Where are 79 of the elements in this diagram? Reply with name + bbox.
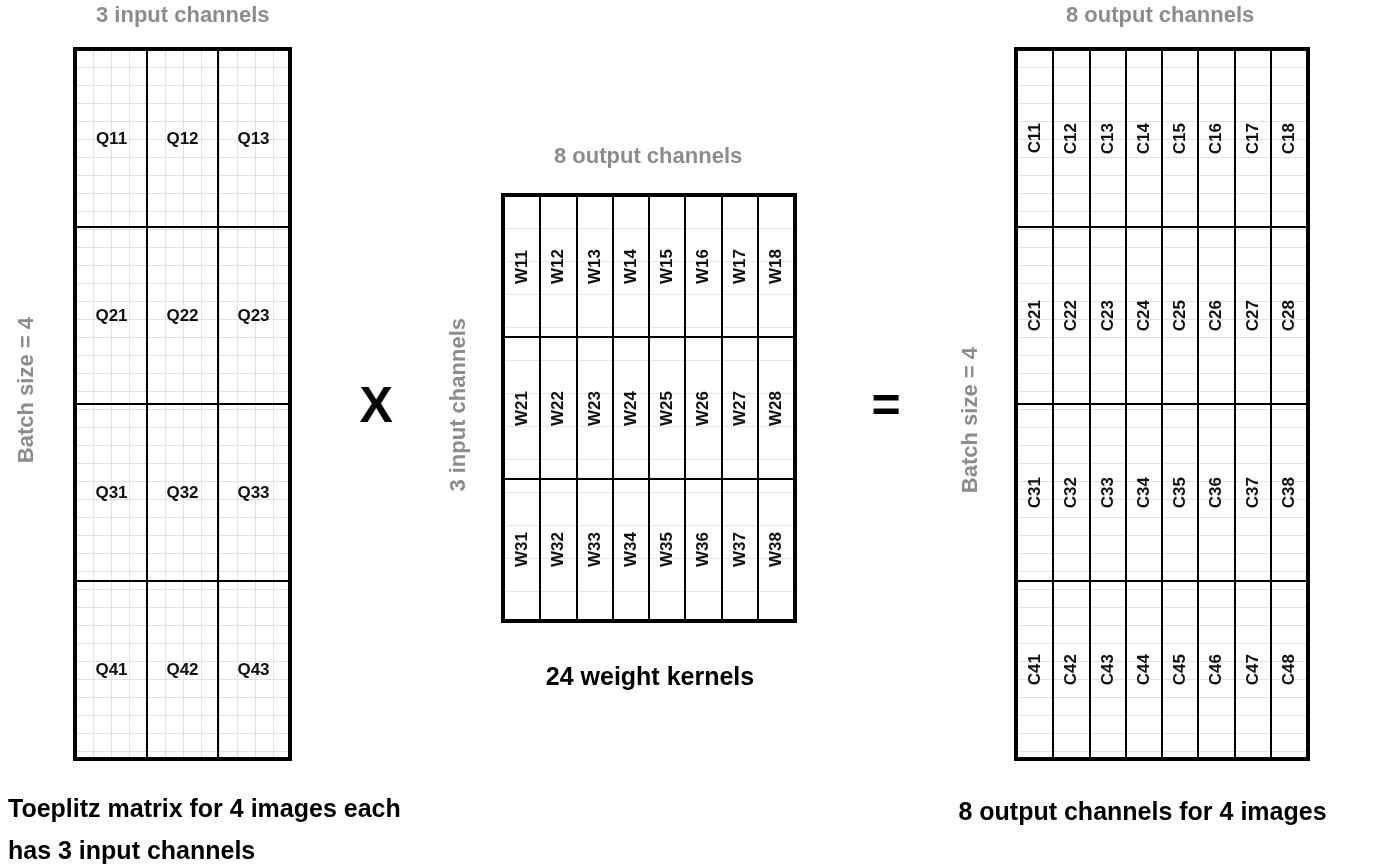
matrix-cell: C33: [1089, 404, 1126, 581]
matrix-cell: C27: [1234, 227, 1271, 404]
matrix-cell: C32: [1053, 404, 1090, 581]
matrix-cell: Q31: [76, 404, 147, 581]
matrix-cell: Q41: [76, 581, 147, 758]
matrix-cell: W13: [576, 196, 613, 338]
matrix-cell: C36: [1198, 404, 1235, 581]
matrix-cell: W35: [649, 478, 686, 620]
matrix-cell: C26: [1198, 227, 1235, 404]
matrix-cell: W24: [612, 337, 649, 479]
axis-heading: Batch size = 4: [957, 347, 983, 494]
matrix-caption: Toeplitz matrix for 4 images each has 3 input channels: [8, 793, 402, 865]
matrix-caption: 24 weight kernels: [544, 661, 756, 692]
matrix-cell: W37: [721, 478, 758, 620]
operator-sign: =: [871, 376, 901, 434]
axis-heading: 8 output channels: [1066, 2, 1255, 28]
axis-heading: 3 input channels: [96, 2, 270, 28]
matrix-cell: W36: [685, 478, 722, 620]
axis-heading: 8 output channels: [554, 143, 743, 169]
matrix-cell: Q43: [218, 581, 289, 758]
matrix-cell: W33: [576, 478, 613, 620]
matrix-cell: W27: [721, 337, 758, 479]
matrix-cell: C16: [1198, 50, 1235, 227]
matrix-cell: Q12: [147, 50, 218, 227]
matrix-cell: W23: [576, 337, 613, 479]
matrix-cell: C42: [1053, 581, 1090, 758]
matrix-cell: Q42: [147, 581, 218, 758]
matrix-cell: W26: [685, 337, 722, 479]
matrix-cell: W32: [540, 478, 577, 620]
matrix-cell: C38: [1270, 404, 1307, 581]
matrix-cell: C13: [1089, 50, 1126, 227]
matrix-cell: W22: [540, 337, 577, 479]
matrix-cell: C37: [1234, 404, 1271, 581]
matrix-cell: C48: [1270, 581, 1307, 758]
matrix-cell: C11: [1017, 50, 1054, 227]
matrix-cell: W38: [757, 478, 794, 620]
matrix-cell: W17: [721, 196, 758, 338]
matrix-cell: C47: [1234, 581, 1271, 758]
matrix-cell: Q32: [147, 404, 218, 581]
matrix-cell: C24: [1125, 227, 1162, 404]
matrix-cell: Q33: [218, 404, 289, 581]
matrix-cell: C12: [1053, 50, 1090, 227]
axis-heading: Batch size = 4: [13, 317, 39, 464]
matrix-caption: 8 output channels for 4 images: [957, 796, 1328, 827]
matrix-cell: W34: [612, 478, 649, 620]
matrix-cell: Q13: [218, 50, 289, 227]
matrix-cell: C44: [1125, 581, 1162, 758]
matrix-cell: C25: [1162, 227, 1199, 404]
matrix-cell: C22: [1053, 227, 1090, 404]
matrix-cell: C15: [1162, 50, 1199, 227]
matrix-cell: Q21: [76, 227, 147, 404]
matrix-cell: Q23: [218, 227, 289, 404]
matrix-cell: C41: [1017, 581, 1054, 758]
operator-sign: X: [359, 376, 393, 434]
matrix-cell: C17: [1234, 50, 1271, 227]
matrix-cell: C21: [1017, 227, 1054, 404]
matrix-cell: W11: [504, 196, 541, 338]
matrix-cell: W14: [612, 196, 649, 338]
matrix-cell: Q11: [76, 50, 147, 227]
axis-heading: 3 input channels: [445, 318, 471, 492]
matrix-cell: C35: [1162, 404, 1199, 581]
matrix-cell: C23: [1089, 227, 1126, 404]
matrix-cell: W31: [504, 478, 541, 620]
matrix-cell: C45: [1162, 581, 1199, 758]
matrix-cell: W18: [757, 196, 794, 338]
matrix-cell: C34: [1125, 404, 1162, 581]
matrix-cell: C46: [1198, 581, 1235, 758]
matrix-cell: C31: [1017, 404, 1054, 581]
matrix-cell: C28: [1270, 227, 1307, 404]
matrix-cell: W28: [757, 337, 794, 479]
matrix-cell: C43: [1089, 581, 1126, 758]
matrix-cell: W12: [540, 196, 577, 338]
matrix-cell: W25: [649, 337, 686, 479]
matrix-cell: W21: [504, 337, 541, 479]
matrix-cell: C14: [1125, 50, 1162, 227]
matrix-cell: C18: [1270, 50, 1307, 227]
matrix-cell: W16: [685, 196, 722, 338]
matrix-cell: Q22: [147, 227, 218, 404]
matrix-cell: W15: [649, 196, 686, 338]
